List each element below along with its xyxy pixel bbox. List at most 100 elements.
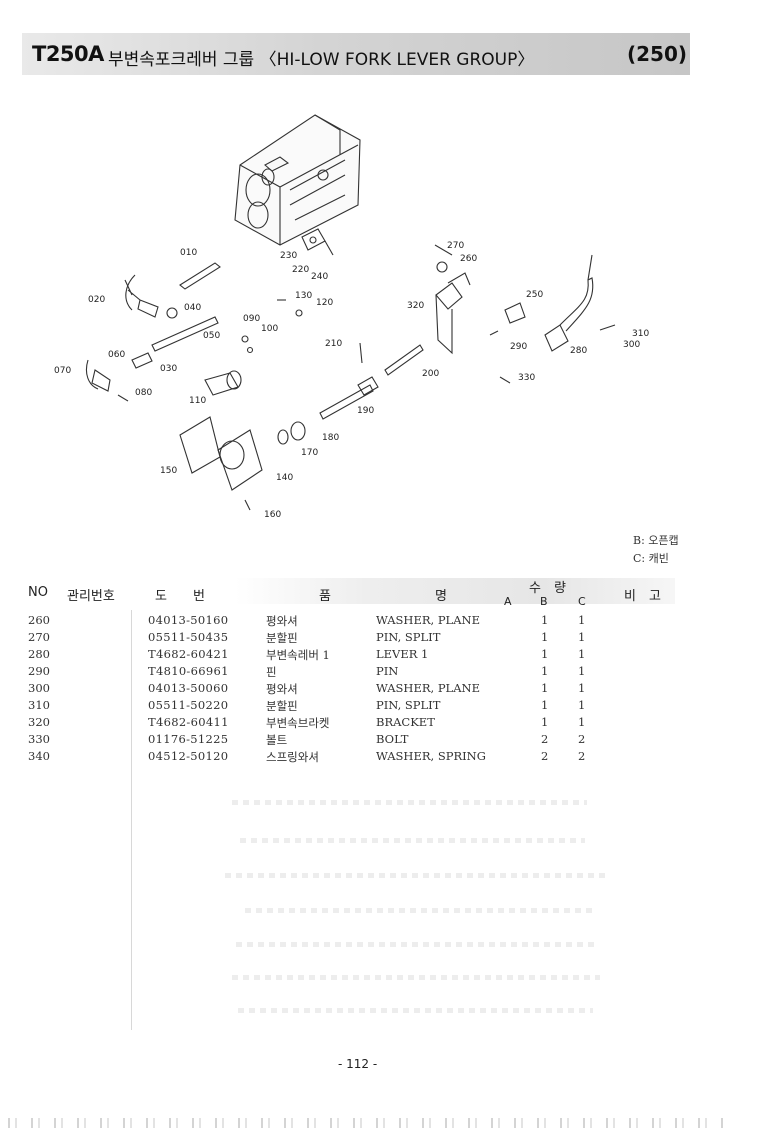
svg-text:120: 120: [316, 298, 333, 308]
row-no: 280: [28, 647, 50, 661]
row-qty-b: 2: [541, 732, 549, 746]
row-part-no: 01176-51225: [148, 732, 229, 746]
col-qty-b: B: [540, 595, 548, 608]
scan-bleed-line: [240, 838, 585, 843]
row-no: 290: [28, 664, 50, 678]
svg-text:060: 060: [108, 350, 125, 360]
row-part-no: 05511-50220: [148, 698, 229, 712]
svg-text:270: 270: [447, 241, 464, 251]
row-name-kr: 평와셔: [266, 614, 298, 628]
row-name-kr: 분할핀: [266, 699, 298, 713]
table-row: 260 04013-50160 평와셔 WASHER, PLANE 1 1: [0, 613, 760, 630]
row-name-en: PIN, SPLIT: [376, 630, 441, 644]
col-remarks: 비 고: [624, 589, 661, 604]
row-no: 320: [28, 715, 50, 729]
row-name-kr: 부변속브라켓: [266, 716, 330, 730]
cover-140: [217, 429, 263, 491]
row-name-en: BOLT: [376, 732, 409, 746]
svg-text:040: 040: [184, 303, 201, 313]
row-name-en: WASHER, SPRING: [376, 749, 486, 763]
col-qty: 수 량: [529, 581, 566, 596]
exploded-parts-diagram: 010 020 030 040 050 060 070 080 090 100 …: [54, 114, 649, 520]
row-part-no: T4682-60411: [148, 715, 229, 729]
row-name-kr: 핀: [266, 665, 277, 679]
row-no: 270: [28, 630, 50, 644]
row-part-no: 05511-50435: [148, 630, 229, 644]
table-row: 280 T4682-60421 부변속레버 1 LEVER 1 1 1: [0, 647, 760, 664]
col-part-name: 품 명: [319, 589, 447, 604]
svg-text:050: 050: [203, 331, 220, 341]
svg-text:030: 030: [160, 364, 177, 374]
scan-bleed-line: [245, 908, 595, 913]
bracket-320: [435, 282, 463, 310]
row-name-kr: 평와셔: [266, 682, 298, 696]
row-part-no: 04512-50120: [148, 749, 229, 763]
col-mgmt-no: 관리번호: [67, 589, 115, 604]
row-qty-c: 1: [578, 630, 586, 644]
svg-text:290: 290: [510, 342, 527, 352]
row-qty-b: 1: [541, 630, 549, 644]
legend-c: C: 캐빈: [633, 552, 669, 565]
svg-text:230: 230: [280, 251, 297, 261]
col-qty-c: C: [578, 595, 586, 608]
row-name-kr: 볼트: [266, 733, 288, 747]
table-row: 320 T4682-60411 부변속브라켓 BRACKET 1 1: [0, 715, 760, 732]
row-no: 300: [28, 681, 50, 695]
svg-text:110: 110: [189, 396, 206, 406]
table-row: 340 04512-50120 스프링와셔 WASHER, SPRING 2 2: [0, 749, 760, 766]
row-qty-c: 1: [578, 613, 586, 627]
row-qty-b: 1: [541, 664, 549, 678]
row-name-en: LEVER 1: [376, 647, 429, 661]
shaft-190: [319, 384, 374, 420]
row-no: 310: [28, 698, 50, 712]
model-code: T250A: [32, 42, 104, 66]
svg-text:310: 310: [632, 329, 649, 339]
gasket-150: [179, 416, 221, 474]
pin-250: [504, 302, 526, 324]
row-part-no: T4682-60421: [148, 647, 229, 661]
row-qty-b: 1: [541, 613, 549, 627]
row-name-en: BRACKET: [376, 715, 435, 729]
row-qty-c: 2: [578, 749, 586, 763]
svg-text:200: 200: [422, 369, 439, 379]
svg-text:250: 250: [526, 290, 543, 300]
svg-text:190: 190: [357, 406, 374, 416]
scan-bleed-line: [238, 1008, 593, 1013]
table-row: 290 T4810-66961 핀 PIN 1 1: [0, 664, 760, 681]
scan-bleed-line: [236, 942, 596, 947]
legend-b: B: 오픈캡: [633, 534, 679, 547]
row-qty-b: 2: [541, 749, 549, 763]
row-no: 260: [28, 613, 50, 627]
svg-text:130: 130: [295, 291, 312, 301]
row-qty-c: 1: [578, 698, 586, 712]
row-name-en: PIN, SPLIT: [376, 698, 441, 712]
scan-edge-artifact: [8, 1118, 726, 1128]
transmission-housing-drawing: [234, 114, 361, 246]
svg-text:140: 140: [276, 473, 293, 483]
col-no: NO: [28, 585, 48, 600]
svg-text:150: 150: [160, 466, 177, 476]
shaft-050: [151, 316, 219, 352]
col-qty-a: A: [504, 595, 512, 608]
row-no: 330: [28, 732, 50, 746]
callout-labels: 010 020 030 040 050 060 070 080 090 100 …: [54, 241, 649, 520]
svg-text:220: 220: [292, 265, 309, 275]
scan-bleed-line: [232, 975, 600, 980]
svg-text:010: 010: [180, 248, 197, 258]
table-header-band: [235, 578, 675, 604]
svg-text:020: 020: [88, 295, 105, 305]
row-qty-c: 1: [578, 681, 586, 695]
page-title: 부변속포크레버 그룹 〈HI-LOW FORK LEVER GROUP〉: [108, 50, 535, 70]
table-row: 270 05511-50435 분할핀 PIN, SPLIT 1 1: [0, 630, 760, 647]
svg-text:240: 240: [311, 272, 328, 282]
svg-text:330: 330: [518, 373, 535, 383]
row-qty-b: 1: [541, 647, 549, 661]
row-part-no: 04013-50160: [148, 613, 229, 627]
svg-text:180: 180: [322, 433, 339, 443]
scan-bleed-line: [232, 800, 587, 805]
scan-bleed-line: [225, 873, 605, 878]
svg-text:160: 160: [264, 510, 281, 520]
row-qty-c: 1: [578, 664, 586, 678]
svg-text:100: 100: [261, 324, 278, 334]
svg-text:080: 080: [135, 388, 152, 398]
